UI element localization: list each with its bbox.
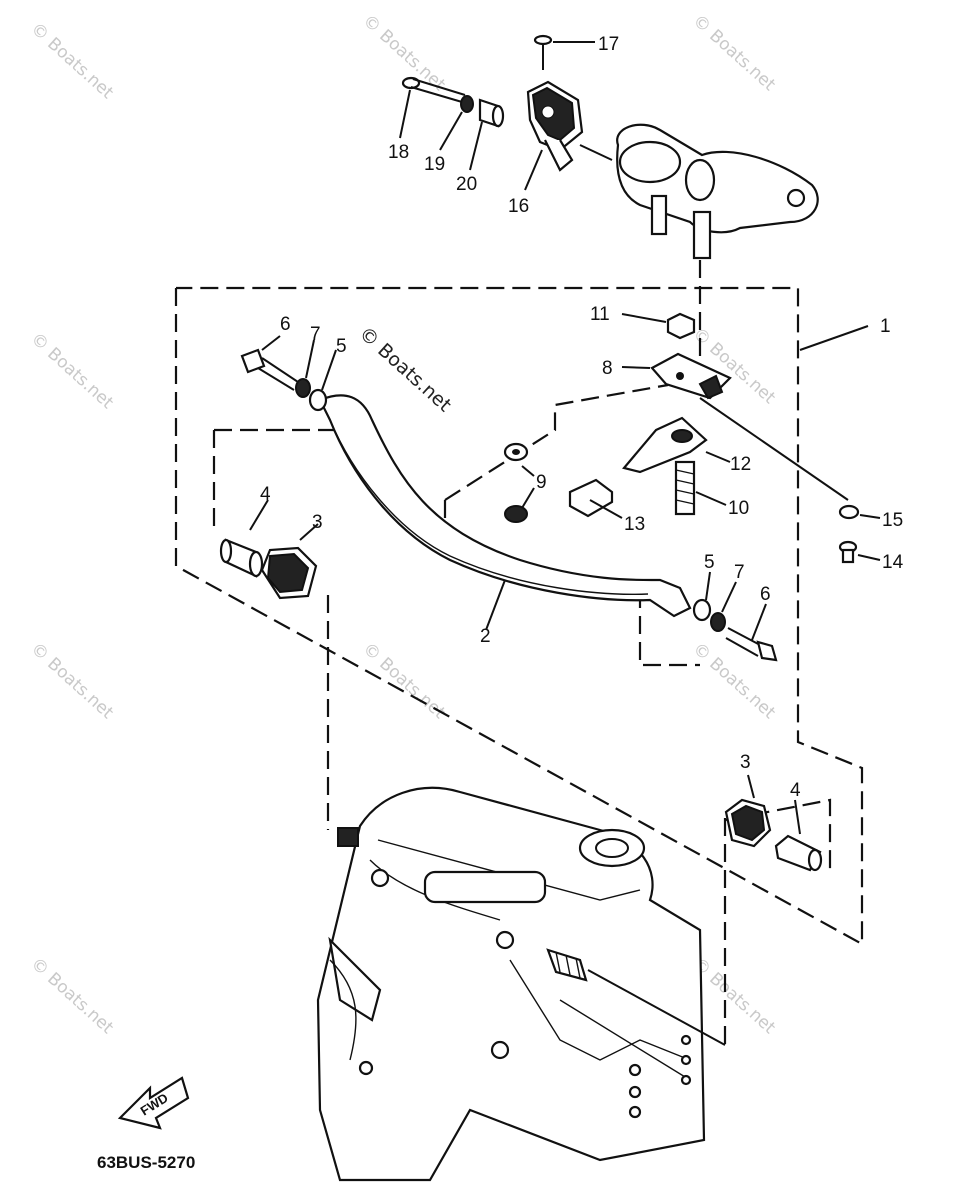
part-17-screw — [533, 34, 595, 70]
part-7-washer-left — [295, 339, 315, 398]
watermark: © Boats.net — [27, 19, 118, 103]
part-7-washer-right — [710, 581, 737, 632]
callout-13: 13 — [624, 514, 645, 535]
fwd-arrow: FWD — [117, 1076, 190, 1130]
part-15-washer — [838, 504, 881, 520]
watermark: © Boats.net — [27, 954, 118, 1038]
watermark: © Boats.net — [359, 639, 450, 723]
part-10-stud — [674, 460, 727, 516]
callout-4: 4 — [260, 484, 271, 505]
part-4-collar-right — [774, 799, 823, 872]
part-1-leader — [799, 325, 869, 351]
part-5-washer-right — [692, 571, 712, 622]
callout-6: 6 — [760, 584, 771, 605]
part-2-steering-link — [318, 394, 692, 631]
callout-20: 20 — [456, 174, 477, 195]
watermark: © Boats.net — [27, 639, 118, 723]
part-3-nut-left — [260, 523, 319, 600]
part-14-15-leader — [699, 397, 849, 501]
watermark: © Boats.net — [27, 329, 118, 413]
callout-3: 3 — [740, 752, 751, 773]
callout-15: 15 — [882, 510, 903, 531]
callout-1: 1 — [880, 316, 891, 337]
swivel-bracket-frame — [316, 786, 726, 1182]
callout-18: 18 — [388, 142, 409, 163]
callout-5: 5 — [336, 336, 347, 357]
assembly-boundary — [174, 260, 864, 1045]
callout-12: 12 — [730, 454, 751, 475]
part-6-bolt-left — [240, 335, 299, 391]
callout-5: 5 — [704, 552, 715, 573]
part-9-grommet — [503, 442, 535, 523]
callout-3: 3 — [312, 512, 323, 533]
callout-19: 19 — [424, 154, 445, 175]
callout-4: 4 — [790, 780, 801, 801]
callout-11: 11 — [590, 304, 610, 325]
callout-8: 8 — [602, 358, 613, 379]
part-20-collar — [469, 98, 505, 171]
callout-6: 6 — [280, 314, 291, 335]
part-16-bracket — [524, 80, 584, 191]
callout-7: 7 — [310, 324, 321, 345]
part-8-plate — [621, 352, 732, 400]
part-19-washer — [439, 95, 474, 151]
part-14-screw — [838, 540, 881, 564]
callout-14: 14 — [882, 552, 904, 573]
callout-9: 9 — [536, 472, 547, 493]
callout-10: 10 — [728, 498, 749, 519]
watermark-main: © Boats.net — [355, 322, 456, 416]
diagram-code: 63BUS-5270 — [97, 1153, 195, 1172]
callout-7: 7 — [734, 562, 745, 583]
part-3-nut-right — [724, 774, 772, 848]
watermark: © Boats.net — [689, 11, 780, 95]
callouts: 1 2 3 3 4 4 5 5 6 6 7 7 8 9 10 11 12 13 … — [260, 34, 904, 801]
part-12-lever — [622, 416, 731, 474]
callout-16: 16 — [508, 196, 529, 217]
part-6-bolt-right — [725, 603, 778, 662]
part-13-block — [568, 478, 623, 519]
part-4-collar-left — [219, 499, 269, 578]
part-11-nut — [621, 312, 696, 340]
part-5-washer-left — [308, 349, 337, 412]
part-18-bolt — [399, 76, 466, 139]
callout-17: 17 — [598, 34, 619, 55]
callout-2: 2 — [480, 626, 491, 647]
steering-arm-casting — [579, 123, 819, 260]
